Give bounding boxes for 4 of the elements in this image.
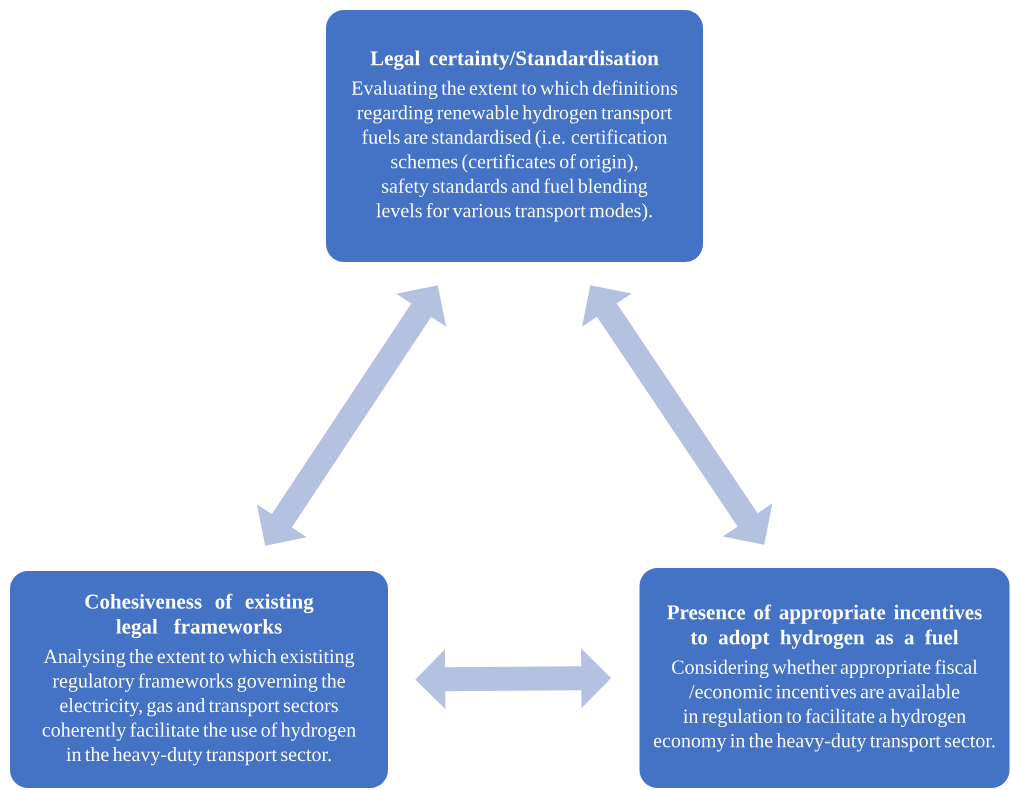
text-box: Presence of appropriate incentives to adopt hydrogen as a fuel Considering whether appropriate fiscal /economic incentives are available in regulation to facilitate a hydrogen economy in the heavy-duty transport sector.	[639, 568, 1010, 788]
text-box: Legal certainty/Standardisation Evaluating the extent to which definitions regarding renewable hydrogen transport fuels are standardised (i.e. certification schemes (certificates of origin), safety standards and fuel blending levels for various transport modes).	[326, 10, 703, 262]
text-box: Cohesiveness of existing legal frameworks Analysing the extent to which existiting regulatory frameworks governing the electricity, gas and transport sectors coherently facilitate the use of hydrogen in the heavy-duty transport sector.	[10, 571, 388, 788]
double-arrow	[582, 285, 773, 545]
